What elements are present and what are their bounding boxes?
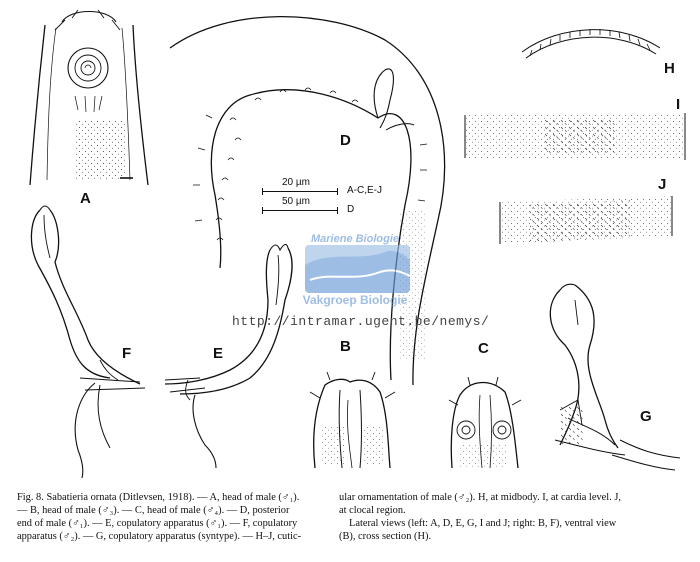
caption-line: — B, head of male (♂₃). — C, head of mal… [17, 505, 290, 516]
scale-bar-1-value: 20 µm [282, 177, 310, 188]
drawing-h-cross-section [521, 29, 661, 59]
scale-bar-2-value: 50 µm [282, 196, 310, 207]
panel-label-j: J [658, 176, 667, 193]
panel-label-e: E [213, 345, 224, 362]
panel-label-c: C [478, 340, 489, 357]
drawing-c-head [448, 376, 522, 469]
drawing-e-copulatory [164, 243, 293, 469]
drawing-a-head [29, 9, 149, 186]
panel-label-d: D [340, 132, 351, 149]
drawing-f-copulatory [30, 205, 146, 479]
watermark-logo-bottom-text: Vakgroep Biologie [303, 293, 408, 307]
caption-line: Fig. 8. Sabatieria ornata (Ditlevsen, 19… [17, 492, 300, 503]
scale-bar-2-key: D [347, 204, 355, 215]
figure-plate: Mariene Biologie Vakgroep Biologie [29, 9, 686, 479]
scale-bar-1 [262, 188, 338, 195]
caption-line: ular ornamentation of male (♂₂). H, at m… [339, 492, 621, 503]
scale-bar-2 [262, 207, 338, 214]
caption-left-column: Fig. 8. Sabatieria ornata (Ditlevsen, 19… [17, 491, 317, 543]
caption-right-column: ular ornamentation of male (♂₂). H, at m… [339, 491, 689, 543]
caption-line: (B), cross section (H). [339, 531, 432, 542]
panel-label-f: F [122, 345, 132, 362]
caption-line: apparatus (♂₂). — G, copulatory apparatu… [17, 531, 302, 542]
watermark-logo-top-text: Mariene Biologie [311, 233, 399, 245]
drawing-g-copulatory [549, 283, 681, 471]
drawing-j-cuticle [499, 196, 673, 244]
scale-bar-1-key: A-C,E-J [347, 185, 382, 196]
watermark-logo: Mariene Biologie Vakgroep Biologie [303, 233, 411, 307]
panel-label-g: G [640, 408, 652, 425]
caption-line: Lateral views (left: A, D, E, G, I and J… [349, 518, 617, 529]
caption-line: end of male (♂₁). — E, copulatory appara… [17, 518, 298, 529]
drawing-i-cuticle [464, 113, 686, 160]
panel-label-b: B [340, 338, 351, 355]
drawing-b-head [309, 371, 396, 469]
panel-label-i: I [676, 96, 681, 113]
panel-label-a: A [80, 190, 91, 207]
watermark-url: http://intramar.ugent.be/nemys/ [232, 314, 490, 329]
panel-label-h: H [664, 60, 675, 77]
caption-line: at clocal region. [339, 505, 406, 516]
